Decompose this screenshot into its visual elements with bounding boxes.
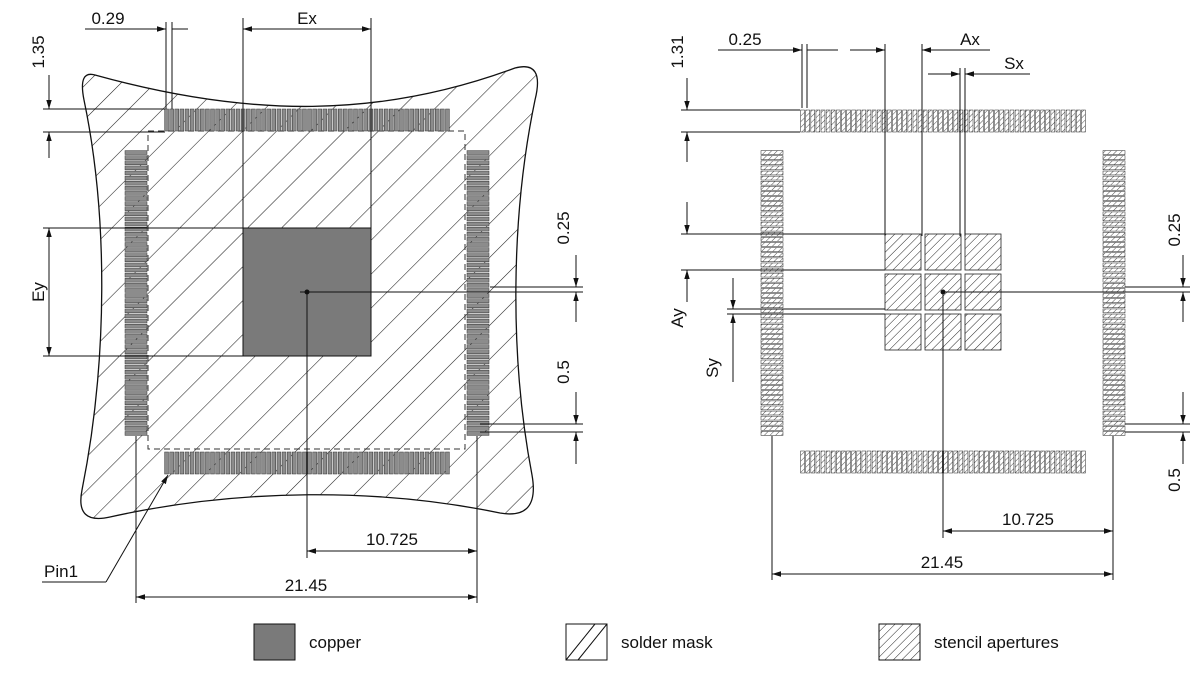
dim-full-span-right-label: 21.45 bbox=[921, 553, 964, 572]
left-pad-row-left bbox=[124, 150, 148, 436]
stencil-pad-row-left bbox=[760, 150, 784, 436]
dim-full-span-left-label: 21.45 bbox=[285, 576, 328, 595]
pin1-label: Pin1 bbox=[44, 562, 78, 581]
left-pad-rows bbox=[124, 108, 490, 475]
pin1-callout: Pin1 bbox=[42, 474, 169, 583]
dim-ex-label: Ex bbox=[297, 9, 317, 28]
dim-half-span-left: 10.725 bbox=[306, 292, 478, 603]
stencil-pad-row-bottom bbox=[800, 450, 1086, 474]
dim-pitch-right-label: 0.25 bbox=[728, 30, 761, 49]
dim-half-span-left-label: 10.725 bbox=[366, 530, 418, 549]
dim-mask-gap-bottom-left: 0.5 bbox=[480, 360, 583, 464]
dim-ay: Ay bbox=[668, 202, 885, 328]
legend-stencil-label: stencil apertures bbox=[934, 633, 1059, 652]
dim-pad-gap-top-right-label: 0.25 bbox=[1165, 213, 1184, 246]
dim-full-span-left: 21.45 bbox=[135, 436, 477, 603]
dim-ey-label: Ey bbox=[29, 282, 48, 302]
dim-half-span-right: 10.725 bbox=[942, 292, 1114, 580]
dim-sx-label: Sx bbox=[1004, 54, 1024, 73]
stencil-pad-row-top bbox=[800, 109, 1086, 133]
left-pad-row-right bbox=[466, 150, 490, 436]
dim-pad-length-left-label: 1.35 bbox=[29, 35, 48, 68]
stencil-aperture bbox=[964, 313, 1002, 351]
legend: copper solder mask stencil apertures bbox=[253, 623, 1059, 661]
dim-mask-gap-top-left-label: 0.25 bbox=[554, 211, 573, 244]
legend-solder-mask-label: solder mask bbox=[621, 633, 713, 652]
dim-ey: Ey bbox=[29, 227, 243, 357]
dim-half-span-right-label: 10.725 bbox=[1002, 510, 1054, 529]
dim-sx: Sx bbox=[928, 54, 1030, 236]
dim-pitch-left-label: 0.29 bbox=[91, 9, 124, 28]
legend-copper-label: copper bbox=[309, 633, 361, 652]
dim-pad-gap-bottom-right-label: 0.5 bbox=[1165, 468, 1184, 492]
stencil-aperture bbox=[924, 233, 962, 271]
dim-mask-gap-top-left: 0.25 bbox=[307, 211, 583, 322]
dim-ax: Ax bbox=[850, 30, 990, 236]
dim-pad-gap-bottom-right: 0.5 bbox=[1125, 392, 1190, 492]
dim-ax-label: Ax bbox=[960, 30, 980, 49]
dim-ex: Ex bbox=[242, 9, 372, 228]
dim-pad-length-right-label: 1.31 bbox=[668, 35, 687, 68]
left-footprint-view: Ex 0.29 1.35 Ey bbox=[29, 9, 583, 603]
right-stencil-view: 0.25 Ax Sx 1.31 bbox=[668, 30, 1190, 580]
dim-pad-length-left: 1.35 bbox=[29, 35, 165, 158]
dim-ay-label: Ay bbox=[668, 308, 687, 328]
dim-pitch-left: 0.29 bbox=[85, 9, 188, 109]
legend-stencil-swatch bbox=[878, 623, 921, 661]
dim-full-span-right: 21.45 bbox=[771, 436, 1113, 580]
dim-sy: Sy bbox=[703, 278, 885, 382]
legend-solder-mask-swatch bbox=[565, 623, 608, 661]
stencil-aperture bbox=[964, 233, 1002, 271]
dim-sy-label: Sy bbox=[703, 358, 722, 378]
legend-copper-swatch bbox=[253, 623, 296, 661]
dim-pad-gap-top-right: 0.25 bbox=[943, 213, 1190, 322]
dim-pitch-right: 0.25 bbox=[718, 30, 838, 108]
left-pad-row-bottom bbox=[164, 451, 450, 475]
stencil-pad-row-right bbox=[1102, 150, 1126, 436]
right-stencil-pad-rows bbox=[760, 109, 1126, 474]
dim-mask-gap-bottom-left-label: 0.5 bbox=[554, 360, 573, 384]
stencil-aperture bbox=[884, 313, 922, 351]
stencil-aperture bbox=[884, 273, 922, 311]
dim-pad-length-right: 1.31 bbox=[668, 35, 800, 162]
stencil-aperture bbox=[884, 233, 922, 271]
